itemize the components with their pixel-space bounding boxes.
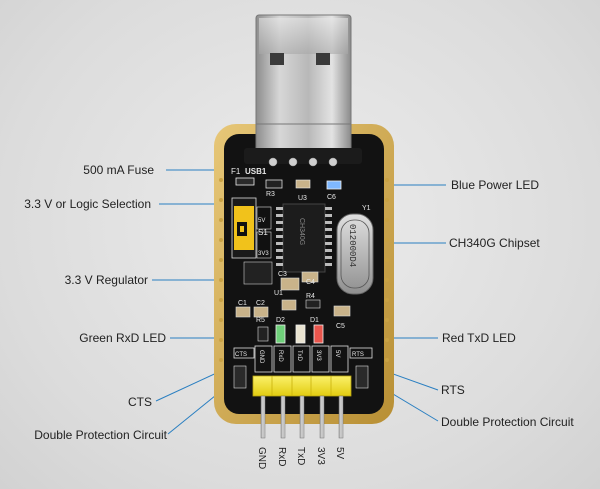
resistor-r3 bbox=[265, 179, 283, 189]
silk-c2: C2 bbox=[256, 300, 265, 307]
crystal-marking: 012000D4 bbox=[347, 224, 357, 267]
silk-c1: C1 bbox=[238, 300, 247, 307]
silk-hdr-gnd: GND bbox=[258, 350, 264, 364]
silk-u3: U3 bbox=[298, 195, 307, 202]
red-txd-led bbox=[313, 324, 324, 344]
label-protection-left: Double Protection Circuit bbox=[34, 428, 167, 442]
label-cts: CTS bbox=[128, 395, 152, 409]
protection-left bbox=[233, 365, 247, 389]
label-rts: RTS bbox=[441, 383, 465, 397]
blue-power-led bbox=[326, 180, 342, 190]
silk-rts: RTS bbox=[352, 352, 364, 358]
label-blue-power-led: Blue Power LED bbox=[451, 178, 540, 192]
usb-pins bbox=[268, 157, 338, 167]
pin-header bbox=[252, 375, 352, 397]
crystal bbox=[336, 213, 374, 295]
label-green-rxd-led: Green RxD LED bbox=[79, 331, 166, 345]
silk-y1: Y1 bbox=[362, 205, 371, 212]
silk-r5: R5 bbox=[256, 317, 265, 324]
protection-right bbox=[355, 365, 369, 389]
silk-hdr-txd: TxD bbox=[296, 350, 302, 362]
silk-d1: D1 bbox=[310, 317, 319, 324]
label-red-txd-led: Red TxD LED bbox=[442, 331, 516, 345]
silk-f1: F1 bbox=[231, 167, 241, 176]
logic-switch bbox=[231, 197, 257, 259]
usb-hole-left bbox=[270, 53, 284, 65]
label-protection-right: Double Protection Circuit bbox=[441, 415, 574, 429]
silk-d2: D2 bbox=[276, 317, 285, 324]
usb-hole-right bbox=[316, 53, 330, 65]
silk-3v3: 3V3 bbox=[258, 251, 269, 257]
ch340g-chip bbox=[276, 203, 332, 273]
edge-vias bbox=[219, 178, 389, 362]
label-regulator: 3.3 V Regulator bbox=[64, 273, 148, 287]
silk-u1: U1 bbox=[274, 290, 283, 297]
silk-5v: 5V bbox=[258, 218, 265, 224]
silk-r3: R3 bbox=[266, 191, 275, 198]
silk-usb: USB1 bbox=[245, 167, 267, 176]
silk-c5: C5 bbox=[336, 323, 345, 330]
silk-hdr-3v3: 3V3 bbox=[315, 350, 321, 361]
label-ch340g: CH340G Chipset bbox=[449, 236, 540, 250]
label-logic-selection: 3.3 V or Logic Selection bbox=[24, 197, 151, 211]
silk-c3: C3 bbox=[278, 271, 287, 278]
regulator-u1 bbox=[243, 261, 273, 285]
chip-marking: CH340G bbox=[298, 218, 305, 245]
label-fuse: 500 mA Fuse bbox=[83, 163, 154, 177]
silk-r4: R4 bbox=[306, 293, 315, 300]
green-rxd-led bbox=[275, 324, 286, 344]
silk-hdr-rxd: RxD bbox=[277, 350, 283, 362]
silk-c6: C6 bbox=[327, 194, 336, 201]
silk-c4: C4 bbox=[306, 279, 315, 286]
silk-s1: S1 bbox=[258, 228, 268, 237]
silk-cts: CTS bbox=[235, 352, 247, 358]
silk-hdr-5v: 5V bbox=[334, 350, 340, 357]
header-pins bbox=[260, 395, 344, 439]
fuse bbox=[235, 177, 255, 186]
